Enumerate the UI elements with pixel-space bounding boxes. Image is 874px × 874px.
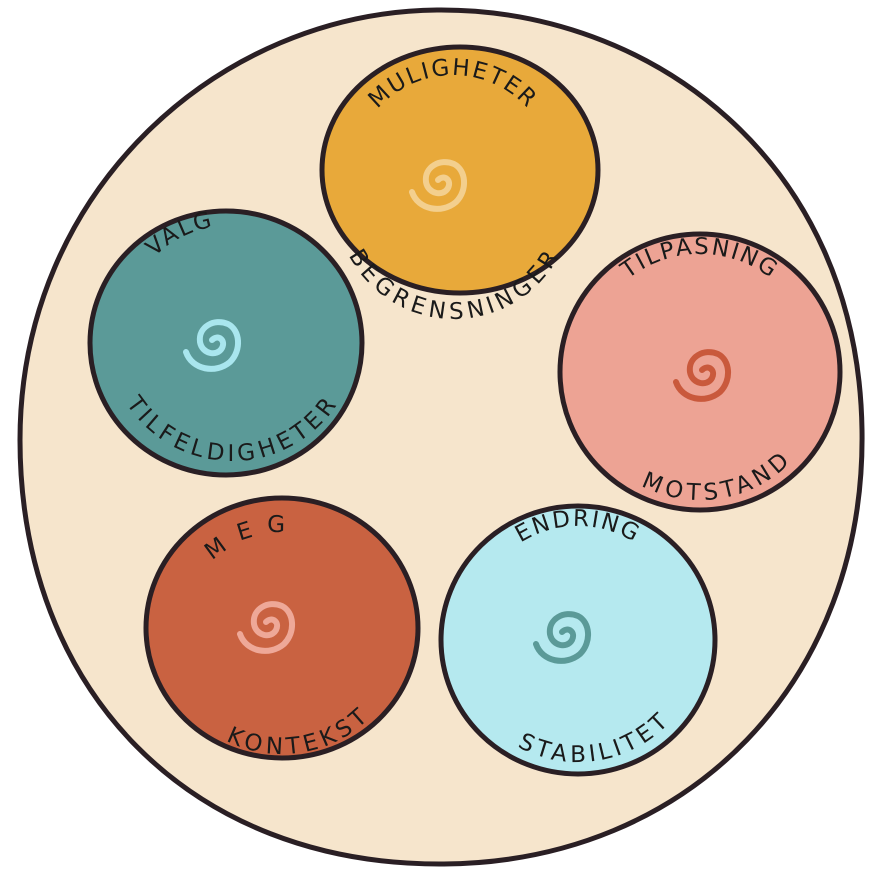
spiral-icon bbox=[237, 601, 295, 654]
spiral-icon bbox=[409, 159, 467, 212]
circle-tilpasning: TILPASNING MOTSTAND bbox=[557, 231, 843, 513]
circle-valg: VALG TILFELDIGHETER bbox=[87, 207, 365, 478]
circle-meg: MEG KONTEKST bbox=[143, 495, 421, 761]
circle-meg-disc bbox=[143, 495, 421, 761]
spiral-icon bbox=[533, 611, 591, 664]
circle-endring: ENDRING STABILITET bbox=[438, 503, 718, 777]
spiral-icon bbox=[673, 349, 731, 402]
spiral-icon bbox=[183, 319, 241, 372]
circle-endring-disc bbox=[438, 503, 718, 777]
